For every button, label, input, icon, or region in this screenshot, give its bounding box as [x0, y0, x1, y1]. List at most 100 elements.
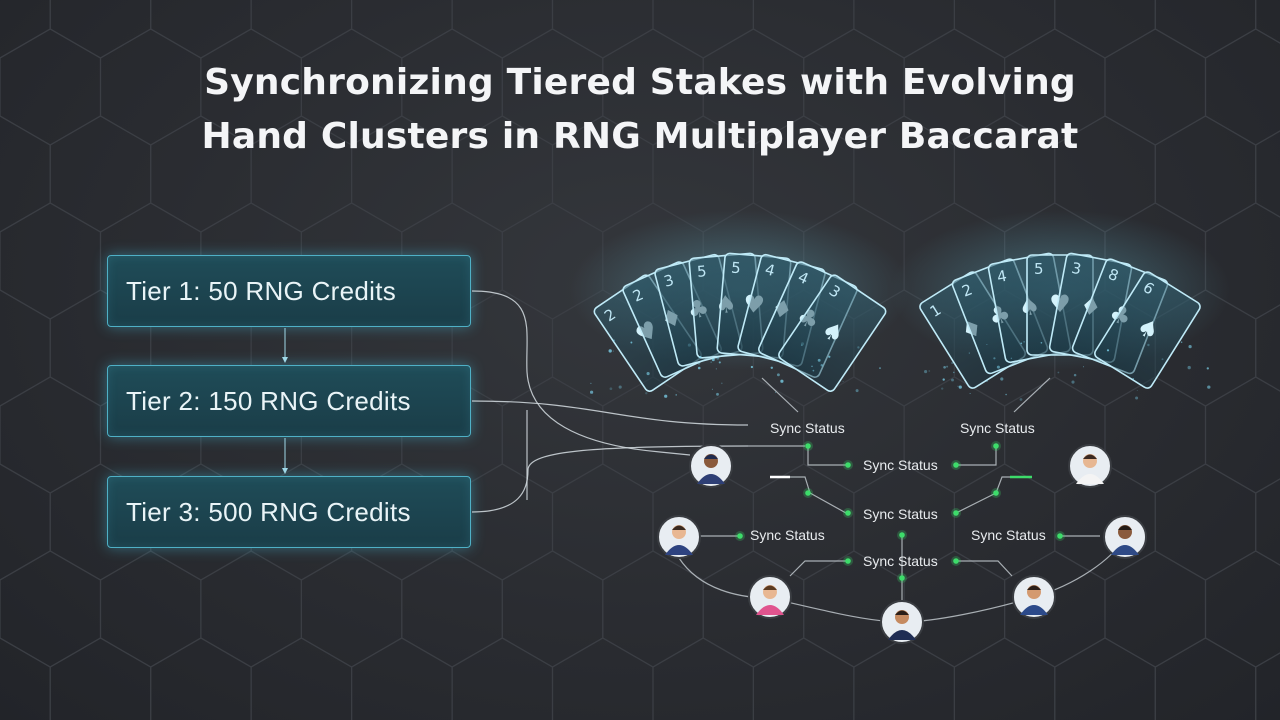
sparkle-dot — [986, 380, 988, 382]
sparkle-dot — [924, 370, 927, 373]
sparkle-dot — [828, 356, 830, 358]
sparkle-dot — [1058, 372, 1060, 374]
sparkle-dot — [1137, 390, 1138, 391]
sparkle-dot — [777, 373, 780, 376]
sparkle-dot — [721, 382, 723, 384]
hand-cluster-1: 2♥2♦3♣5♠5♥4♦4♣3♠ — [570, 210, 910, 398]
sparkle-dot — [610, 387, 613, 390]
sparkle-dot — [818, 359, 821, 362]
sparkle-dot — [716, 393, 719, 396]
sparkle-dot — [751, 366, 753, 368]
card-cluster-1-stem — [762, 378, 798, 412]
sparkle-dot — [590, 391, 593, 394]
sparkle-dot — [957, 386, 958, 387]
sparkle-dot — [675, 394, 677, 396]
sync-dot — [953, 558, 959, 564]
sparkle-dot — [943, 366, 946, 369]
sparkle-dot — [1020, 343, 1022, 345]
sparkle-dot — [1207, 367, 1209, 369]
sparkle-dot — [712, 389, 713, 390]
sparkle-dot — [993, 357, 995, 359]
card-rank: 5 — [696, 262, 707, 281]
sparkle-dot — [1000, 377, 1003, 380]
player-avatar-icon — [1104, 516, 1146, 558]
sync-dot — [993, 490, 999, 496]
sync-status-label-5: Sync Status — [750, 527, 825, 543]
sparkle-dot — [941, 387, 943, 389]
sparkle-dot — [590, 383, 591, 384]
sparkle-dot — [645, 392, 647, 394]
sparkle-dot — [780, 380, 783, 383]
sparkle-dot — [1207, 385, 1210, 388]
sparkle-dot — [959, 386, 962, 389]
sync-dot — [845, 462, 851, 468]
sparkle-dot — [609, 349, 612, 352]
sparkle-dot — [928, 370, 930, 372]
inner-left-link-2 — [790, 477, 846, 513]
sparkle-dot — [1147, 344, 1149, 346]
sparkle-dot — [811, 366, 812, 367]
sparkle-dot — [1135, 396, 1138, 399]
sparkle-dot — [997, 366, 1000, 369]
player-avatar-icon — [749, 576, 791, 618]
sparkle-dot — [856, 389, 859, 392]
sparkle-dot — [716, 368, 717, 369]
sparkle-dot — [946, 366, 948, 368]
sparkle-dot — [1132, 378, 1134, 380]
sync-status-label-3: Sync Status — [863, 457, 938, 473]
sparkle-dot — [699, 356, 701, 358]
sparkle-dot — [619, 386, 622, 389]
sparkle-dot — [613, 351, 614, 352]
sparkle-dot — [688, 344, 691, 347]
sync-status-label-2: Sync Status — [960, 420, 1035, 436]
lower-left-link — [790, 561, 846, 576]
player-avatar-icon — [690, 445, 732, 487]
sparkle-dot — [1181, 342, 1182, 343]
sync-status-label-6: Sync Status — [971, 527, 1046, 543]
sync-status-label-7: Sync Status — [863, 553, 938, 569]
inner-right-link-1 — [956, 446, 996, 465]
sparkle-dot — [1162, 358, 1164, 360]
sync-status-label-4: Sync Status — [863, 506, 938, 522]
hand-cluster-2: 1♦2♣4♠5♥3♦8♣6♠ — [890, 210, 1230, 401]
sparkle-dot — [1071, 381, 1074, 384]
sparkle-dot — [879, 367, 881, 369]
sparkle-dot — [821, 364, 824, 367]
player-avatar-icon — [658, 516, 700, 558]
sparkle-dot — [1020, 398, 1023, 401]
sparkle-dot — [1041, 342, 1043, 344]
sparkle-dot — [813, 370, 815, 372]
player-avatar-icon — [881, 601, 923, 643]
sparkle-dot — [1005, 394, 1007, 396]
sparkle-dot — [712, 358, 715, 361]
sync-dot — [737, 533, 743, 539]
sparkle-dot — [698, 367, 701, 370]
sparkle-dot — [953, 372, 955, 374]
sparkle-dot — [943, 378, 945, 380]
sparkle-dot — [698, 363, 700, 365]
tier-2-connector — [472, 401, 748, 425]
sparkle-dot — [664, 395, 667, 398]
sync-dot — [993, 443, 999, 449]
sparkle-dot — [711, 362, 712, 363]
sparkle-dot — [1188, 345, 1191, 348]
sparkle-dot — [719, 361, 721, 363]
sparkle-dot — [843, 381, 844, 382]
sync-status-label-1: Sync Status — [770, 420, 845, 436]
sparkle-dot — [857, 346, 859, 348]
sparkle-dot — [1188, 366, 1191, 369]
sparkle-dot — [1107, 349, 1109, 351]
sparkle-dot — [969, 353, 970, 354]
sparkle-dot — [1074, 374, 1077, 377]
inner-left-link-1 — [808, 446, 846, 465]
sparkle-dot — [771, 367, 773, 369]
sparkle-dot — [647, 372, 650, 375]
sparkle-dot — [951, 362, 953, 364]
sync-dot — [1057, 533, 1063, 539]
sync-dot — [805, 490, 811, 496]
sync-dot — [953, 510, 959, 516]
card-rank: 5 — [1034, 260, 1044, 278]
sync-dot — [845, 510, 851, 516]
sparkle-dot — [716, 357, 719, 360]
